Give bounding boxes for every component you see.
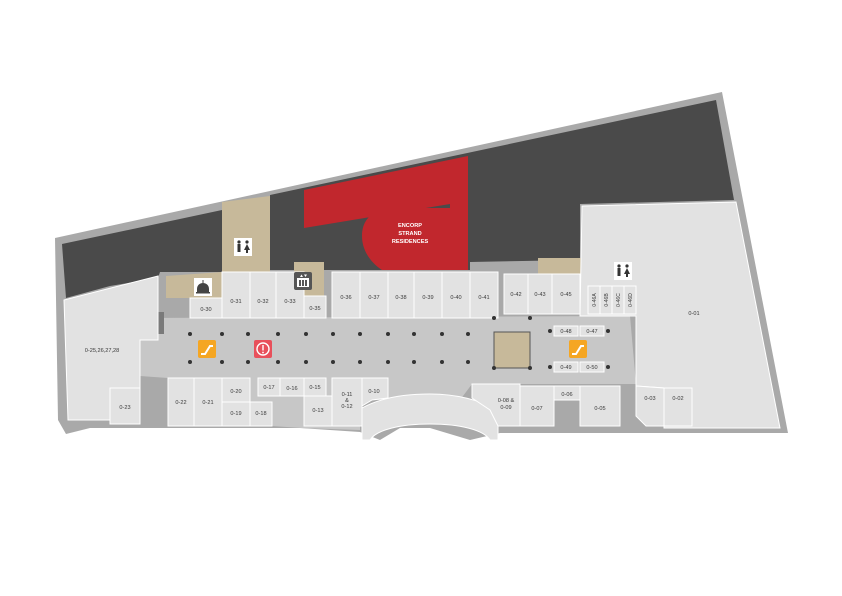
unit-0-11-amp: &	[345, 398, 349, 404]
service-block-west	[62, 210, 222, 298]
unit-0-16-label: 0-16	[286, 386, 297, 392]
atrium-void	[493, 331, 531, 369]
unit-0-49[interactable]	[553, 361, 579, 373]
unit-0-07[interactable]	[519, 385, 555, 427]
unit-0-45-label: 0-45	[560, 292, 571, 298]
unit-0-18-label: 0-18	[255, 411, 266, 417]
unit-0-31[interactable]	[221, 271, 251, 319]
anchor-store-label-2: STRAND	[398, 231, 421, 237]
unit-0-38[interactable]	[387, 271, 415, 319]
unit-0-01-label: 0-01	[688, 311, 699, 317]
unit-0-11-label: 0-11	[342, 392, 353, 398]
unit-0-47-label: 0-47	[586, 329, 597, 335]
unit-0-46c-label: 0-46C	[616, 293, 622, 307]
unit-0-46d-label: 0-46D	[628, 293, 634, 307]
unit-0-31-label: 0-31	[230, 299, 241, 305]
unit-0-19[interactable]	[221, 401, 251, 427]
unit-0-40-label: 0-40	[450, 295, 461, 301]
unit-0-05-label: 0-05	[594, 406, 605, 412]
unit-0-42-label: 0-42	[510, 292, 521, 298]
column-markers	[188, 316, 610, 370]
unit-0-13-label: 0-13	[312, 408, 323, 414]
unit-0-02-label: 0-02	[672, 396, 683, 402]
unit-0-06-label: 0-06	[561, 392, 572, 398]
unit-0-35[interactable]	[303, 295, 327, 319]
unit-0-46d[interactable]	[623, 285, 637, 315]
unit-0-15-label: 0-15	[309, 385, 320, 391]
unit-0-02[interactable]	[663, 387, 693, 427]
unit-0-08-09[interactable]	[471, 383, 521, 427]
unit-0-41[interactable]	[469, 271, 499, 319]
unit-0-03[interactable]	[635, 385, 665, 427]
unit-0-10[interactable]	[361, 377, 389, 407]
unit-0-30-label: 0-30	[200, 307, 211, 313]
unit-0-05[interactable]	[579, 385, 621, 427]
unit-0-50-label: 0-50	[586, 365, 597, 371]
south-entrance	[361, 393, 499, 441]
unit-0-48[interactable]	[553, 325, 579, 337]
unit-0-46a-label: 0-46A	[592, 293, 598, 307]
escalator-icon	[198, 340, 216, 358]
unit-0-09-label: 0-09	[500, 405, 511, 411]
unit-0-50[interactable]	[579, 361, 605, 373]
unit-0-21-label: 0-21	[202, 400, 213, 406]
anchor-store-label-3: RESIDENCES	[392, 239, 429, 245]
unit-0-17-label: 0-17	[263, 385, 274, 391]
unit-0-12-label: 0-12	[341, 404, 352, 410]
restroom-icon	[234, 238, 252, 256]
restroom-core-west	[222, 196, 270, 272]
unit-0-39[interactable]	[413, 271, 443, 319]
escalator-icon	[569, 340, 587, 358]
unit-0-03-label: 0-03	[644, 396, 655, 402]
unit-0-39-label: 0-39	[422, 295, 433, 301]
unit-0-20-label: 0-20	[230, 389, 241, 395]
unit-0-22-label: 0-22	[175, 400, 186, 406]
anchor-store-area[interactable]	[304, 156, 468, 270]
unit-0-33-label: 0-33	[284, 299, 295, 305]
restroom-icon	[614, 262, 632, 280]
unit-0-45[interactable]	[551, 273, 581, 315]
unit-0-46b-label: 0-46B	[604, 293, 610, 307]
anchor-store-label-1: ENCORP	[398, 223, 422, 229]
unit-0-40[interactable]	[441, 271, 471, 319]
lift-icon	[294, 272, 312, 290]
unit-0-07-label: 0-07	[531, 406, 542, 412]
unit-0-32[interactable]	[249, 271, 277, 319]
unit-0-10-label: 0-10	[368, 389, 379, 395]
unit-0-25-label: 0-25,26,27,28	[85, 348, 120, 354]
unit-0-36[interactable]	[331, 271, 361, 319]
unit-0-48-label: 0-48	[560, 329, 571, 335]
unit-0-11-12[interactable]	[331, 377, 363, 427]
unit-0-13[interactable]	[303, 395, 333, 427]
unit-0-35-label: 0-35	[309, 306, 320, 312]
unit-0-20[interactable]	[221, 377, 251, 403]
unit-0-49-label: 0-49	[560, 365, 571, 371]
info-icon	[254, 340, 272, 358]
prayer-room-icon	[194, 278, 212, 296]
unit-0-43-label: 0-43	[534, 292, 545, 298]
unit-0-37-label: 0-37	[368, 295, 379, 301]
unit-0-38-label: 0-38	[395, 295, 406, 301]
unit-0-36-label: 0-36	[340, 295, 351, 301]
unit-0-23[interactable]	[109, 387, 141, 425]
unit-0-08-label: 0-08 &	[498, 398, 515, 404]
unit-0-42[interactable]	[503, 273, 529, 315]
unit-0-41-label: 0-41	[478, 295, 489, 301]
unit-0-23-label: 0-23	[119, 405, 130, 411]
unit-0-32-label: 0-32	[257, 299, 268, 305]
unit-0-19-label: 0-19	[230, 411, 241, 417]
unit-0-47[interactable]	[579, 325, 605, 337]
unit-0-18[interactable]	[249, 401, 273, 427]
